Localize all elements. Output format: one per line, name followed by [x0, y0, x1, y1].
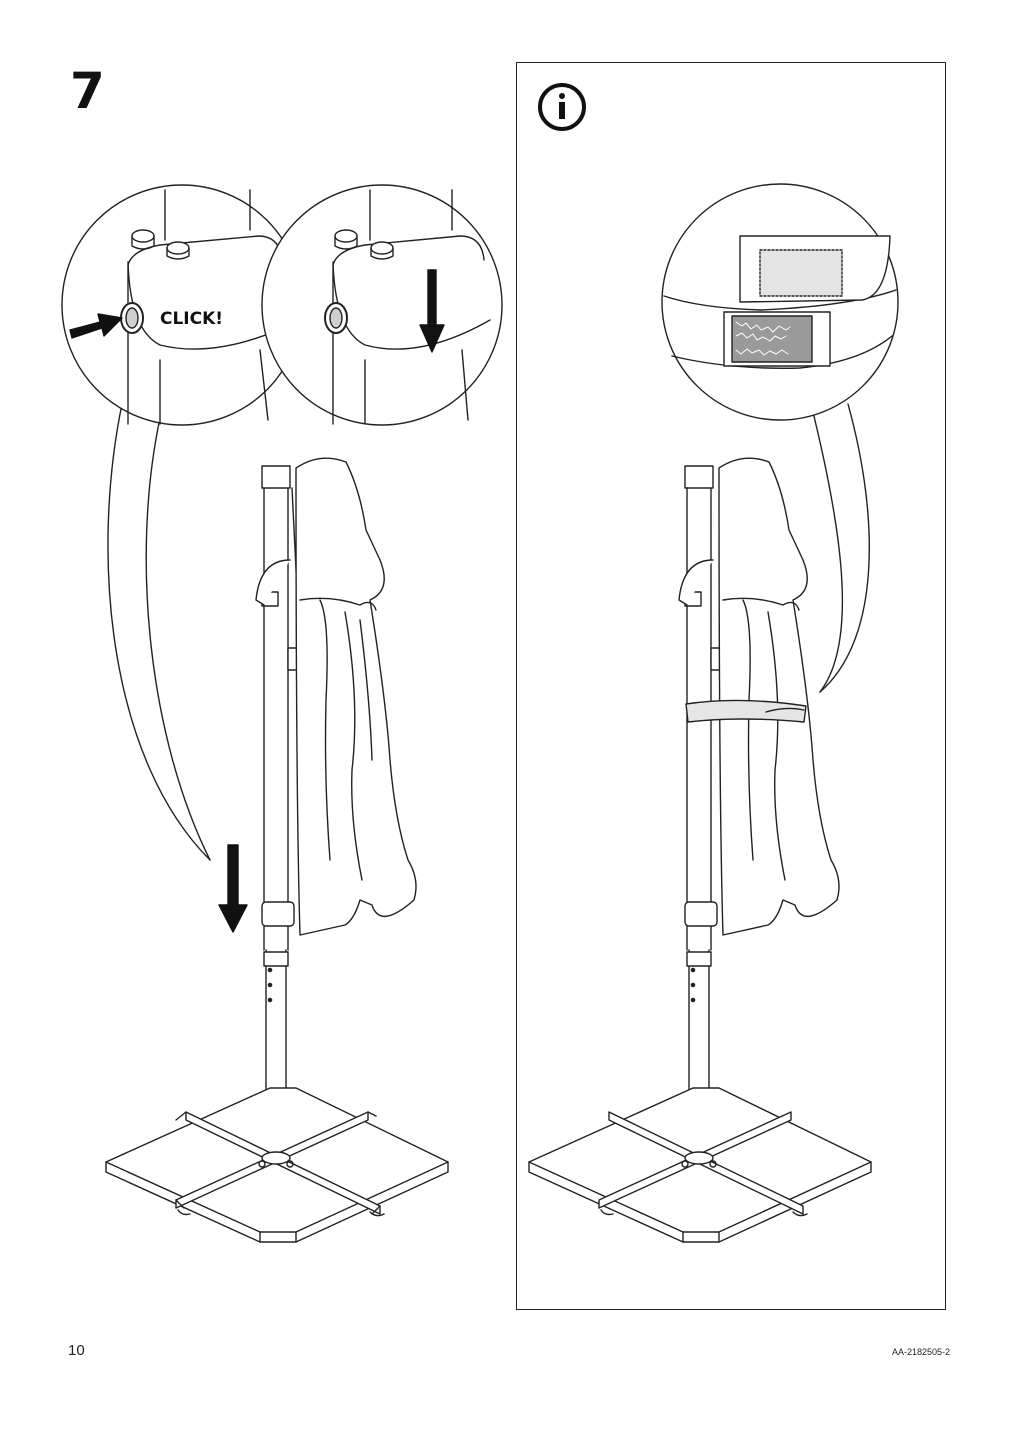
detail-circle-click: CLICK!: [61, 184, 303, 426]
right-illustration: [528, 183, 899, 1243]
cross-base: [105, 1087, 449, 1243]
step-number: 7: [70, 62, 105, 120]
pole-down-arrow-icon: [218, 844, 248, 933]
folded-canopy-right: [678, 457, 840, 936]
folded-canopy: [255, 457, 417, 936]
left-illustration: CLICK!: [61, 184, 503, 1243]
detail-circle-strap: [661, 183, 899, 421]
down-arrow-icon: [419, 269, 445, 353]
page-number: 10: [68, 1342, 85, 1359]
info-circle-icon: [538, 83, 586, 131]
velcro-strap: [685, 699, 807, 723]
detail-circle-lock: [261, 184, 503, 426]
document-code: AA-2182505-2: [891, 1347, 950, 1357]
click-label: CLICK!: [160, 309, 223, 329]
cross-base-right: [528, 1087, 872, 1243]
info-panel: [516, 62, 946, 1310]
parasol-pole: [261, 465, 301, 1151]
